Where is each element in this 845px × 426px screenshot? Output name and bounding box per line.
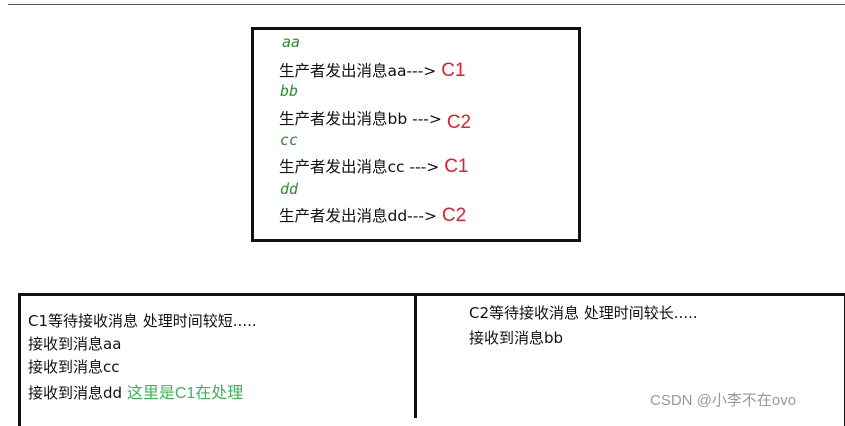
message-label: dd — [280, 180, 299, 198]
producer-text: 生产者发出消息dd---> — [279, 207, 437, 225]
message-label: bb — [280, 82, 299, 100]
c2-header: C2等待接收消息 处理时间较长..... — [469, 304, 698, 322]
watermark: CSDN @小李不在ovo — [650, 392, 797, 409]
c1-line: 接收到消息dd 这里是C1在处理 — [28, 379, 243, 403]
c1-line: 接收到消息aa — [28, 335, 122, 353]
target-consumer: C2 — [446, 112, 472, 133]
producer-text: 生产者发出消息cc ---> — [279, 158, 440, 176]
consumer-divider — [414, 293, 417, 418]
c1-line-text: 接收到消息dd — [28, 384, 123, 402]
producer-line: 生产者发出消息cc ---> C1 — [279, 155, 468, 178]
producer-line: 生产者发出消息bb ---> C2 — [279, 107, 472, 133]
producer-text: 生产者发出消息aa---> — [279, 62, 437, 80]
message-label: cc — [280, 131, 299, 149]
target-consumer: C1 — [444, 156, 469, 177]
producer-text: 生产者发出消息bb ---> — [279, 110, 442, 128]
c2-line: 接收到消息bb — [469, 329, 564, 347]
producer-line: 生产者发出消息dd---> C2 — [279, 204, 466, 227]
producer-box — [251, 27, 581, 242]
target-consumer: C1 — [441, 60, 466, 81]
c1-header: C1等待接收消息 处理时间较短..... — [28, 312, 257, 330]
target-consumer: C2 — [441, 205, 467, 226]
message-label: aa — [282, 33, 301, 51]
producer-line: 生产者发出消息aa---> C1 — [279, 59, 466, 82]
c1-line: 接收到消息cc — [28, 358, 120, 376]
top-divider — [8, 4, 845, 5]
c1-note: 这里是C1在处理 — [126, 385, 244, 402]
